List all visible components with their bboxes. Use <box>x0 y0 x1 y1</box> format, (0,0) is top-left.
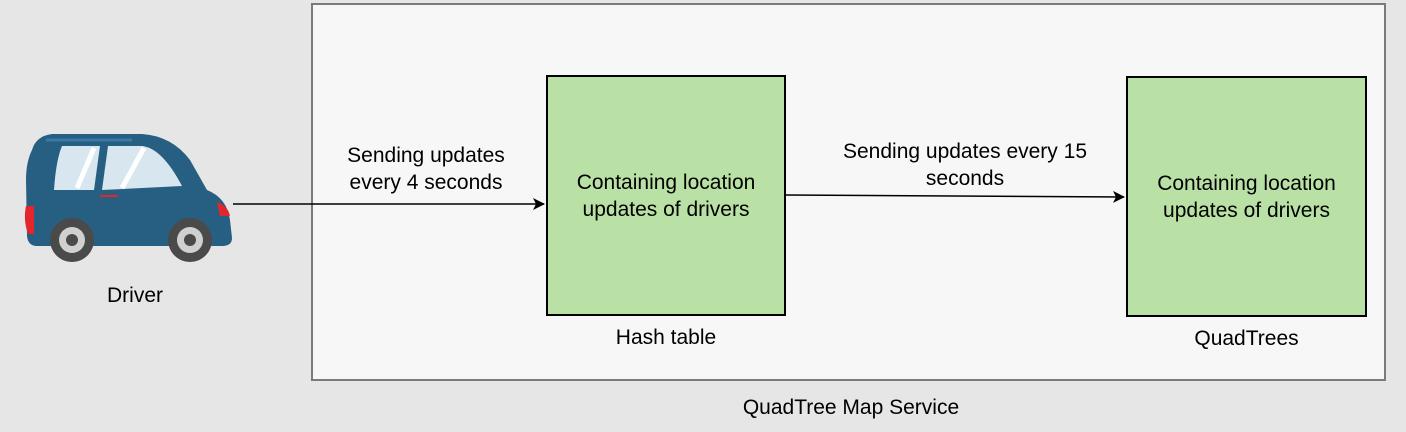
edge-label-hash-to-quadtree: Sending updates every 15 seconds <box>842 140 1087 190</box>
edge-label-driver-to-hash: Sending updates every 4 seconds <box>347 144 505 194</box>
service-label: QuadTree Map Service <box>742 396 960 419</box>
car-icon <box>24 134 232 262</box>
hash-table-content: Containing location updates of drivers <box>576 170 756 221</box>
quadtrees-caption: QuadTrees <box>1194 327 1299 350</box>
hash-table-node: Containing location updates of drivers <box>546 75 786 316</box>
quadtrees-content: Containing location updates of drivers <box>1157 171 1336 222</box>
quadtrees-node: Containing location updates of drivers <box>1126 76 1367 317</box>
driver-label: Driver <box>107 284 163 307</box>
edge-hash-to-quadtree <box>785 190 1125 203</box>
hash-table-caption: Hash table <box>615 326 717 349</box>
